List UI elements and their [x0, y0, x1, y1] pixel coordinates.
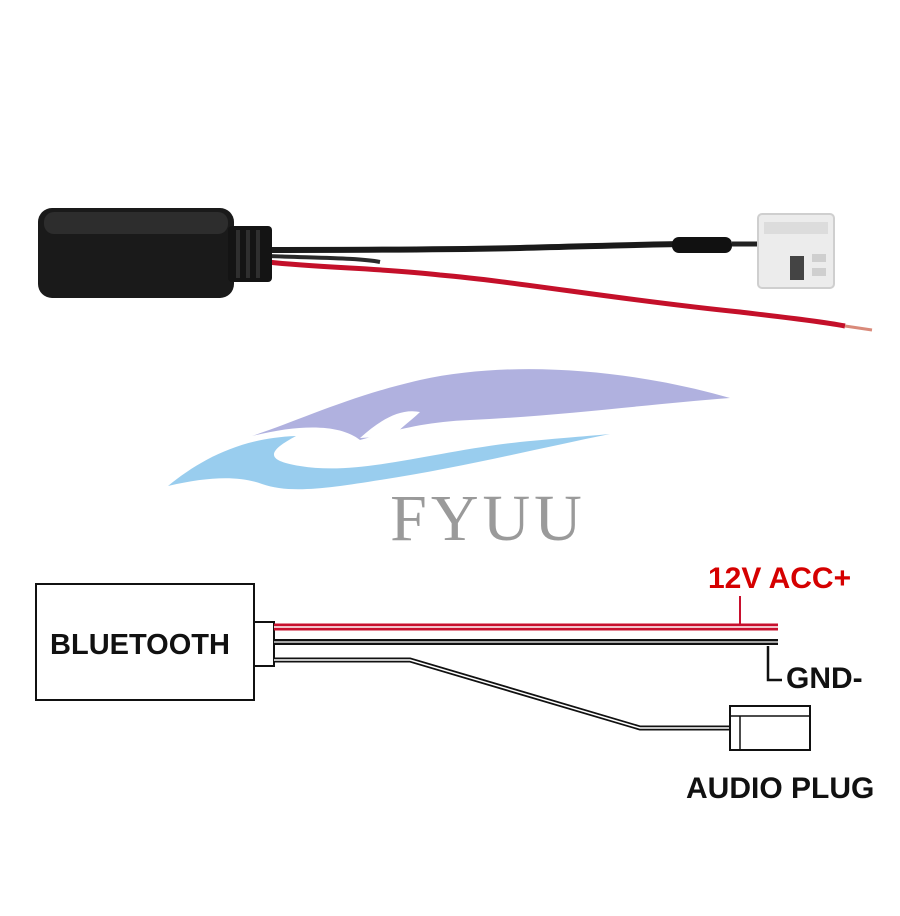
- ground-leader: [766, 646, 782, 682]
- module-photo: [38, 208, 272, 298]
- audio-plug-icon: [729, 705, 811, 751]
- wiring-diagram: BLUETOOTH 12V ACC+ GND- AUDIO PLUG: [35, 562, 874, 805]
- module-port: [253, 621, 275, 667]
- heat-shrink: [672, 237, 732, 253]
- car-logo-icon: [168, 369, 730, 490]
- module-label: BLUETOOTH: [50, 629, 230, 661]
- ground-label: GND-: [786, 662, 863, 695]
- brand-name: FYUU: [390, 482, 586, 555]
- plug-label: AUDIO PLUG: [686, 772, 874, 805]
- black-wire-photo: [267, 241, 691, 253]
- audio-wire: [274, 657, 730, 731]
- bluetooth-module-box: [35, 583, 255, 701]
- power-label: 12V ACC+: [708, 562, 851, 595]
- red-wire-photo: [267, 259, 846, 329]
- connector-photo: [757, 213, 835, 289]
